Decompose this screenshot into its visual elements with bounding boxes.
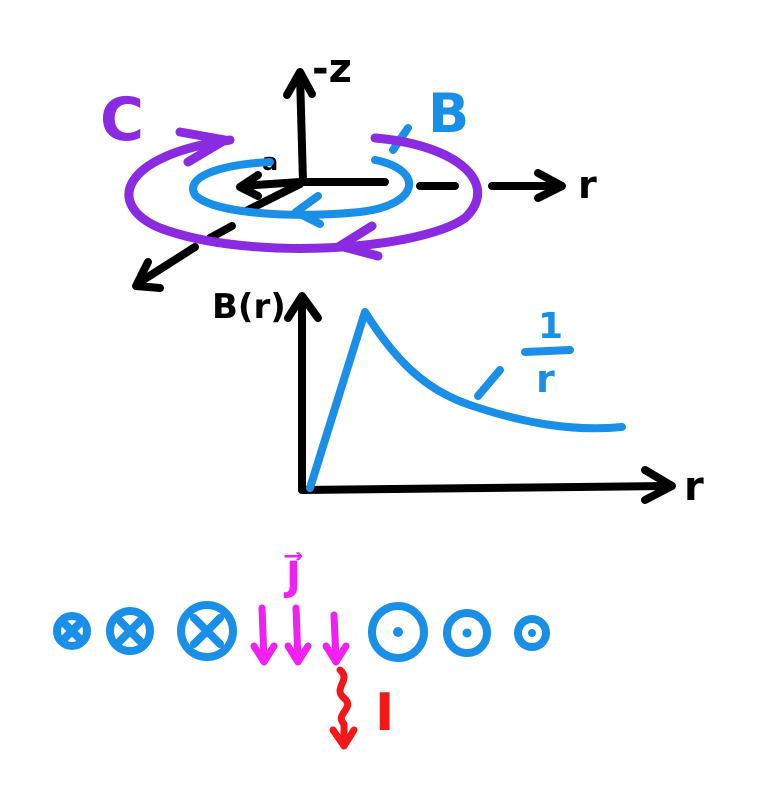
into-page-symbol	[53, 612, 91, 650]
r-axis-arrowhead	[534, 169, 566, 202]
current-arrowhead	[329, 726, 358, 750]
graph-x-axis-label: r	[684, 464, 704, 510]
z-axis	[296, 71, 307, 186]
current-label: I	[375, 683, 394, 743]
into-page-symbol	[106, 607, 154, 655]
current-arrow	[336, 666, 352, 746]
density-arrowhead	[250, 642, 278, 666]
curve-annotation-leader	[474, 366, 504, 400]
radius-arrowhead	[236, 171, 262, 200]
graph-y-arrowhead	[284, 292, 322, 322]
contour-arrowhead-bottom	[335, 221, 383, 261]
r-axis-label: r	[578, 163, 597, 207]
graph-x-axis	[298, 482, 669, 494]
graph-y-axis-label: B(r)	[212, 287, 286, 327]
amperian-contour	[124, 133, 482, 253]
density-arrowhead	[322, 642, 350, 666]
out-of-page-symbol	[443, 609, 491, 657]
density-arrow	[258, 604, 268, 664]
curve-annotation-fraction-bar	[521, 346, 574, 356]
field-label: B	[428, 82, 469, 145]
z-axis-arrowhead	[283, 68, 316, 99]
curve-annotation-numerator: 1	[538, 306, 563, 347]
diagonal-axis-arrowhead	[132, 258, 164, 292]
cylinder-diagram: -z r a B C	[100, 46, 597, 292]
field-loop	[189, 156, 414, 219]
out-of-page-symbol	[514, 615, 550, 651]
density-arrowhead	[284, 642, 312, 666]
density-arrow	[330, 611, 340, 664]
into-page-symbol	[177, 601, 237, 661]
diagonal-axis-dash	[206, 222, 236, 242]
diagonal-axis-outer	[136, 243, 199, 286]
field-graph: B(r) r 1 r	[212, 287, 704, 510]
z-axis-label: -z	[312, 46, 352, 92]
density-arrow	[292, 604, 302, 664]
graph-x-arrowhead	[641, 466, 676, 504]
contour-arrowhead-top	[175, 127, 230, 167]
curve-annotation-denominator: r	[536, 357, 555, 401]
radius-arrow	[238, 178, 304, 190]
current-density-label: J⃗	[283, 552, 302, 600]
field-loop-arrowhead	[292, 192, 324, 228]
field-curve	[306, 308, 626, 492]
diagonal-axis-inner	[244, 180, 304, 214]
out-of-page-symbol	[368, 602, 428, 662]
current-distribution: J⃗ I	[53, 552, 550, 750]
contour-label: C	[100, 85, 144, 155]
